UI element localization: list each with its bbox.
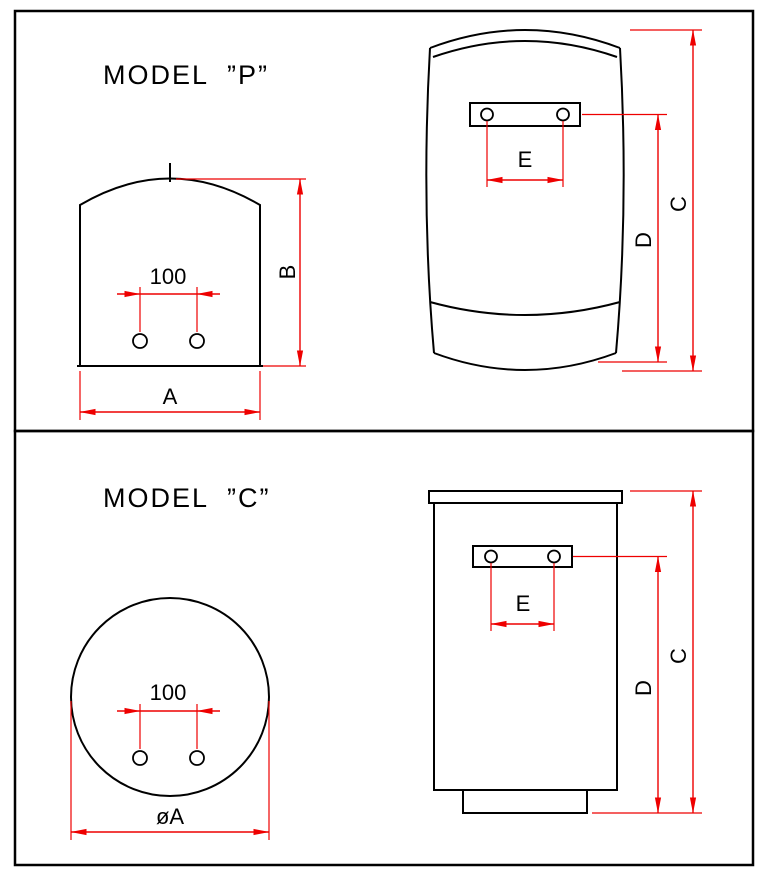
- tank-left-side: [425, 47, 435, 354]
- mounting-hole: [132, 333, 148, 349]
- dim-bracket-spacing-e-p: E: [486, 121, 564, 187]
- dim-label-c: C: [666, 196, 691, 212]
- tank-top-outer-arc: [429, 29, 621, 49]
- dim-label-b: B: [275, 265, 300, 280]
- dim-label-d: D: [631, 232, 656, 248]
- tank-bottom-seam: [429, 301, 621, 316]
- panel-p-title: MODEL ”P”: [103, 60, 269, 90]
- panel-model-p: MODEL ”P” 100 B: [13, 9, 755, 433]
- dim-label-100: 100: [150, 680, 187, 705]
- dim-label-diameter: øA: [156, 804, 184, 829]
- dim-body-height-d-p: D: [582, 113, 667, 363]
- dim-label-d: D: [631, 680, 656, 696]
- dim-label-e: E: [518, 147, 533, 172]
- dim-label-a: A: [163, 384, 178, 409]
- bracket-hole: [556, 107, 570, 122]
- bracket-hole: [480, 107, 494, 122]
- dim-label-100: 100: [150, 264, 187, 289]
- dim-label-c: C: [666, 648, 691, 664]
- mounting-bracket: [472, 545, 573, 568]
- dim-bracket-spacing-e-c: E: [490, 563, 555, 631]
- tank-bottom-arc: [433, 352, 617, 371]
- panel-c-border: [13, 429, 755, 867]
- bracket-hole: [484, 549, 498, 564]
- panel-c-title: MODEL ”C”: [103, 483, 271, 513]
- tank-top-inner-arc: [432, 40, 618, 58]
- model-p-front-view: [425, 29, 625, 371]
- dim-total-height-c-c: C: [630, 490, 702, 814]
- dim-body-height-d-c: D: [573, 555, 702, 814]
- dim-diameter-a: øA: [70, 701, 270, 840]
- mounting-hole: [132, 750, 148, 766]
- dim-height-b: B: [176, 178, 306, 367]
- tank-base: [462, 789, 588, 814]
- dim-width-a: A: [79, 371, 261, 420]
- dim-hole-spacing-p: 100: [117, 264, 220, 332]
- tank-top-cap: [428, 490, 623, 504]
- mounting-hole: [189, 333, 205, 349]
- model-c-plan-view: [70, 597, 270, 797]
- model-p-plan-view: [77, 163, 263, 367]
- tank-right-side: [615, 47, 625, 354]
- model-c-plan-outline: [70, 597, 270, 797]
- mounting-hole: [189, 750, 205, 766]
- mounting-bracket: [469, 102, 581, 127]
- panel-model-c: MODEL ”C” 100 øA: [13, 429, 755, 867]
- bracket-hole: [547, 549, 561, 564]
- dim-label-e: E: [516, 591, 531, 616]
- dim-hole-spacing-c: 100: [117, 680, 220, 749]
- model-c-front-view: [428, 490, 623, 814]
- dim-total-height-c-p: C: [622, 29, 702, 372]
